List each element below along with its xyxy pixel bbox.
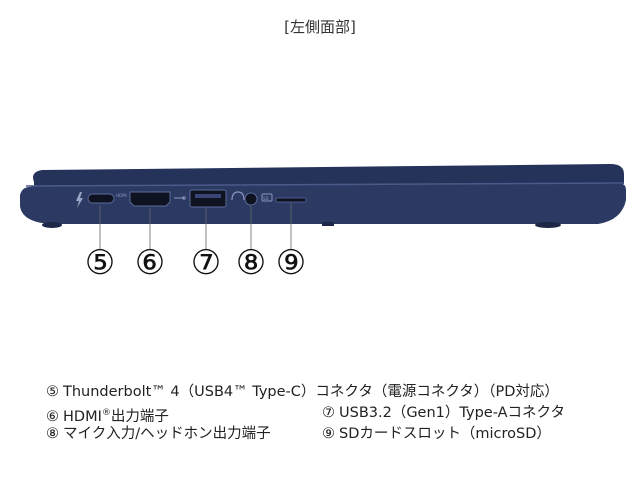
legend-text: 出力端子 [110, 408, 169, 425]
legend-number: ⑨ [322, 426, 335, 442]
usb-a-tongue [195, 194, 221, 198]
legend-number: ⑦ [322, 405, 335, 421]
legend-number: ⑤ [46, 384, 59, 400]
legend-text: SDカードスロット（microSD） [339, 426, 551, 442]
page-title: [左側面部] [284, 18, 356, 36]
thunderbolt-port [87, 193, 115, 204]
hdmi-port [129, 191, 171, 207]
usb-a-port [189, 189, 227, 208]
hdmi-port-label: HDMI [116, 193, 127, 198]
sd-port-label: SD [263, 196, 269, 201]
laptop-side-view: HDMI SD ⑤ ⑥ ⑦ ⑧ ⑨ [20, 164, 626, 283]
callout-6: ⑥ [135, 243, 165, 283]
laptop-lid [33, 164, 624, 185]
audio-jack [244, 192, 258, 206]
legend-text: Thunderbolt™ 4（USB4™ Type-C）コネクタ（電源コネクタ）… [63, 384, 559, 400]
thunderbolt-icon [76, 192, 83, 208]
legend-text: HDMI [63, 408, 102, 425]
rear-vent [322, 222, 334, 226]
legend-number: ⑧ [46, 426, 59, 442]
sd-card-icon [261, 193, 273, 202]
callout-9: ⑨ [276, 243, 306, 283]
legend-number: ⑥ [46, 408, 59, 425]
headphone-icon [231, 191, 245, 201]
lid-seam [25, 182, 625, 187]
laptop-base [20, 183, 626, 224]
callout-5: ⑤ [85, 243, 115, 283]
legend-text: USB3.2（Gen1）Type-Aコネクタ [339, 405, 565, 421]
rear-foot [535, 222, 561, 228]
usb-icon [174, 196, 186, 200]
legend-text: マイク入力/ヘッドホン出力端子 [63, 426, 271, 442]
registered-mark: ® [101, 408, 111, 418]
front-foot [42, 222, 62, 228]
sd-card-slot [275, 197, 307, 203]
callout-7: ⑦ [191, 243, 221, 283]
callout-8: ⑧ [236, 243, 266, 283]
